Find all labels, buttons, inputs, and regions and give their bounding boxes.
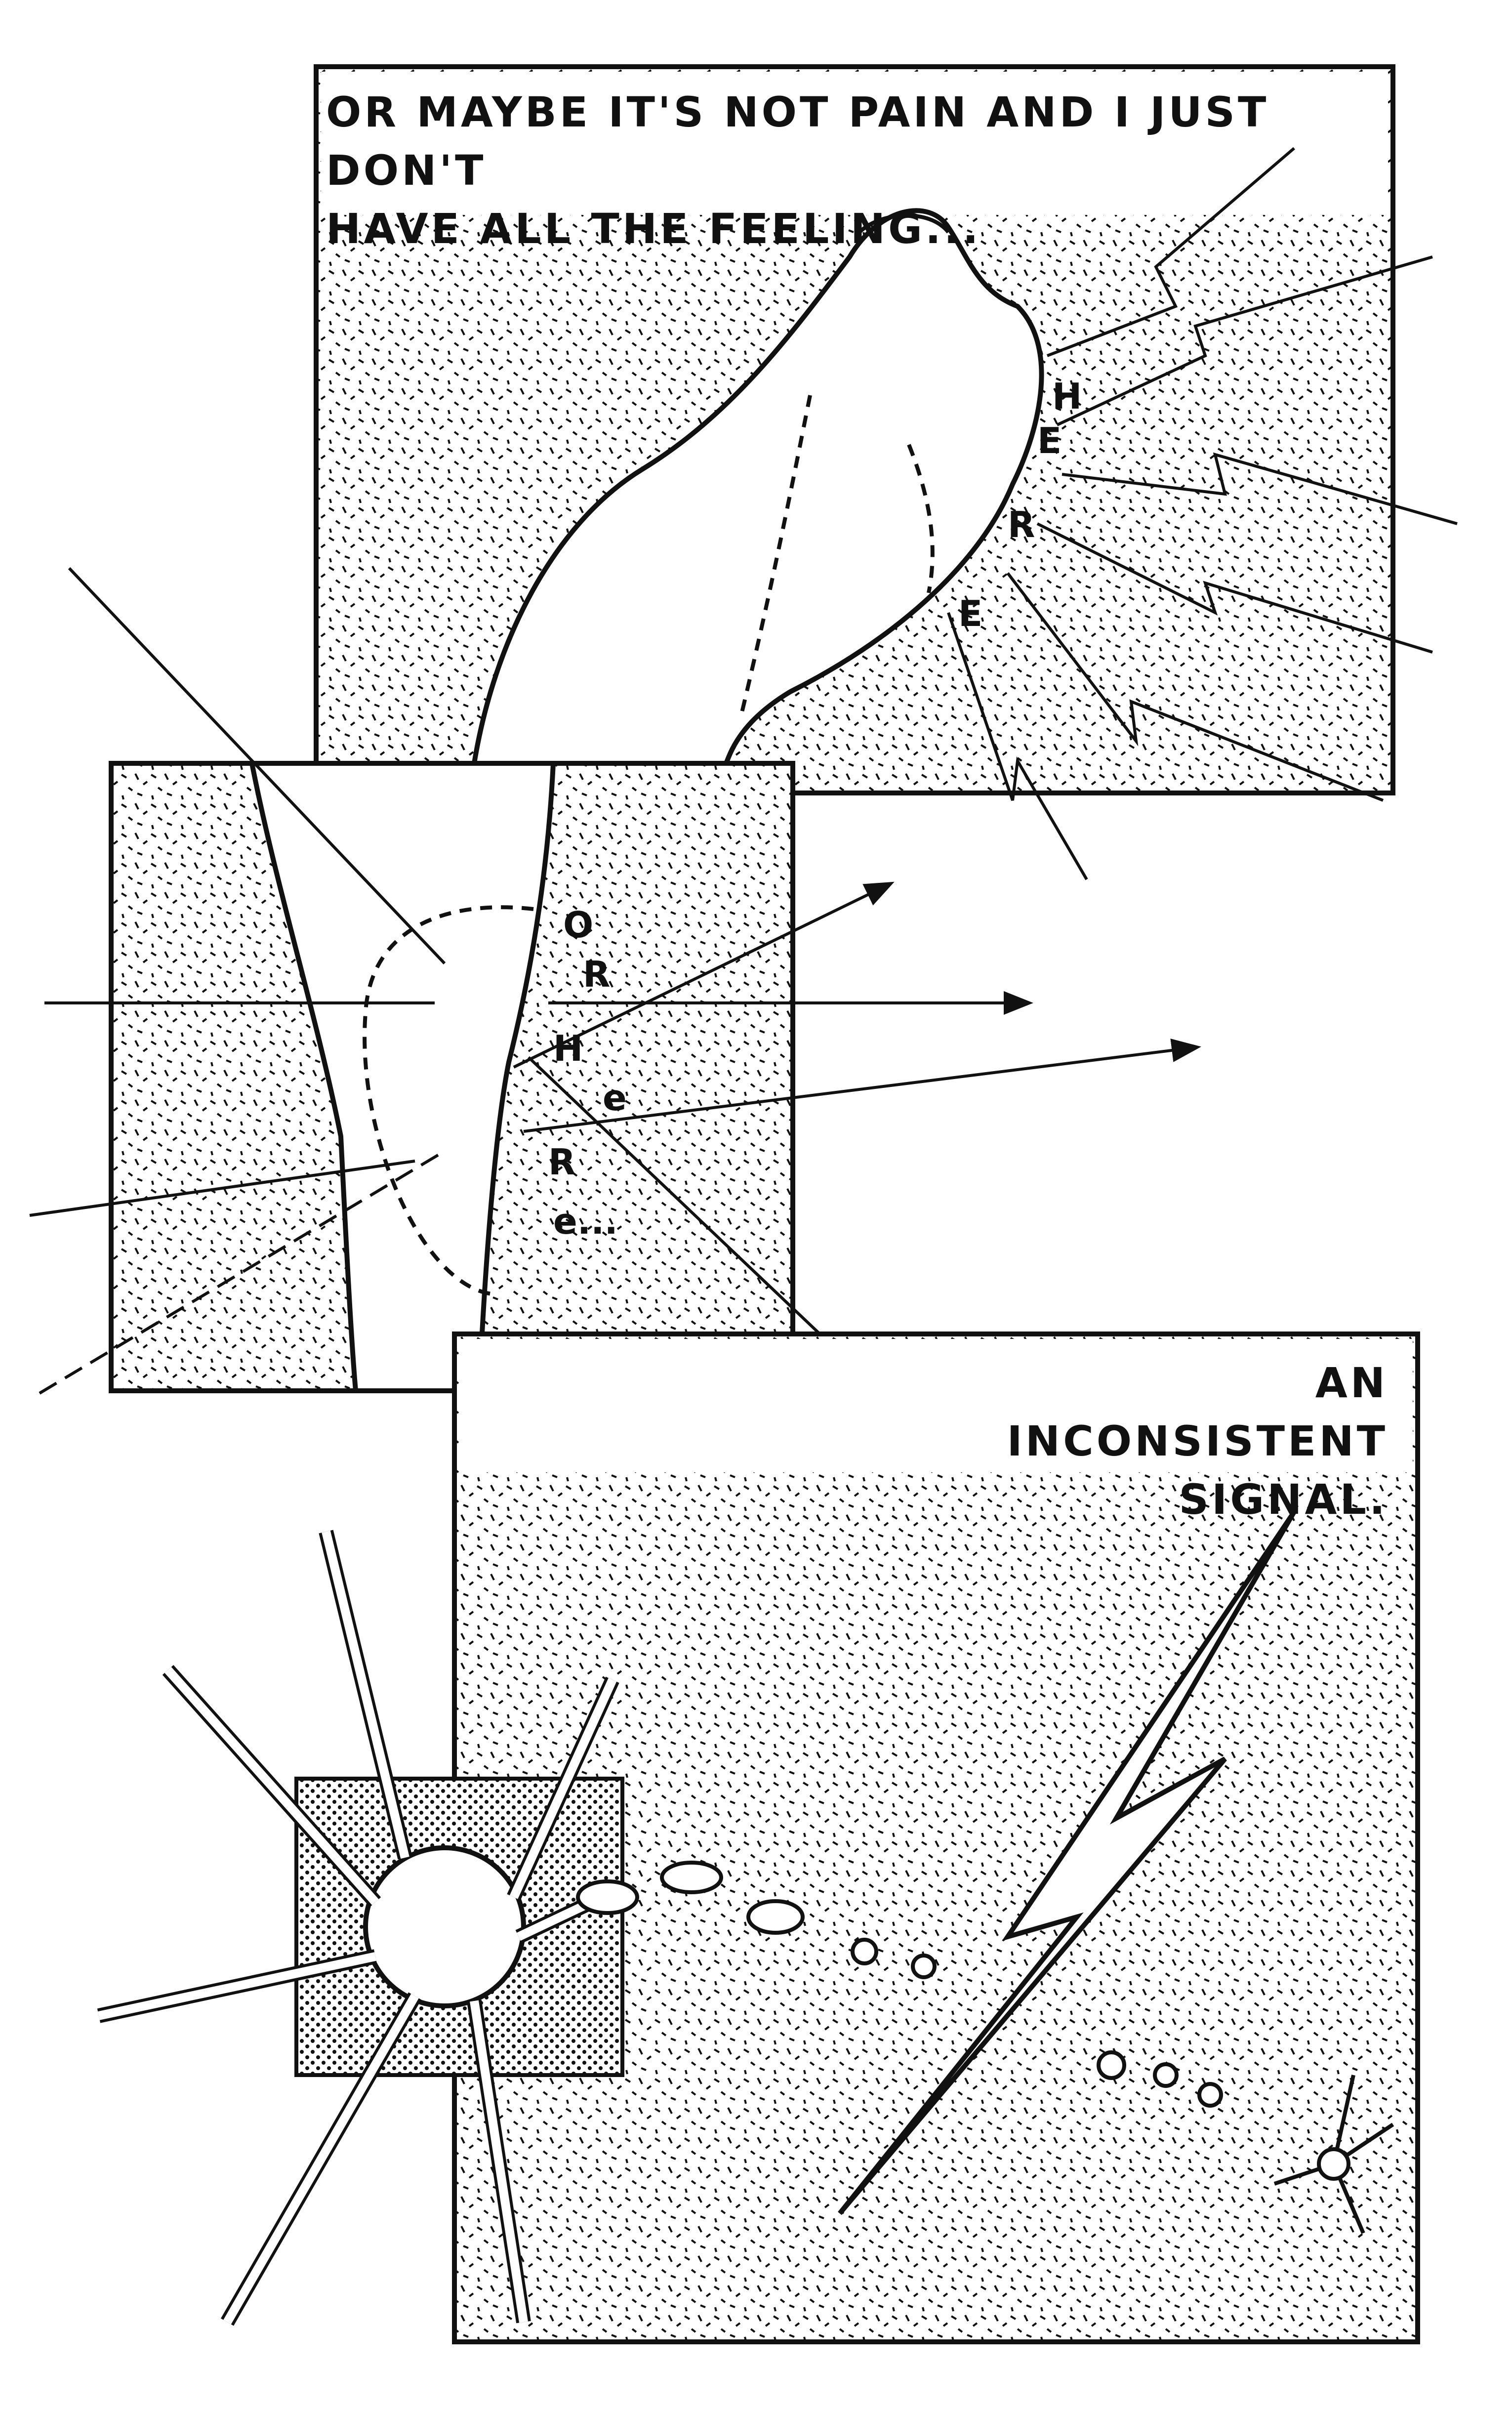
here-letter-h: H <box>1052 375 1082 417</box>
pain-lightning <box>947 147 1458 880</box>
top-caption-line1: OR MAYBE IT'S NOT PAIN AND I JUST DON'T <box>326 88 1269 195</box>
here-letter-r: R <box>1008 504 1035 545</box>
or-here-letter-r: R <box>583 954 611 995</box>
signal-blobs <box>576 1861 1223 2108</box>
bottom-panel <box>97 1331 1420 2344</box>
foot-drawing <box>471 208 1044 766</box>
or-here-letter-e: e <box>603 1077 627 1119</box>
bottom-caption-line1: AN INCONSISTENT <box>1007 1359 1388 1465</box>
small-neuron-drawing <box>1273 2075 1394 2234</box>
or-here-letter-o: O <box>563 904 594 946</box>
top-caption-line2: HAVE ALL THE FEELING... <box>326 205 981 253</box>
neuron-drawing <box>97 1530 619 2326</box>
here-letter-e: E <box>1037 420 1062 461</box>
or-here-letter-r2: R <box>548 1141 576 1183</box>
bottom-caption: AN INCONSISTENT SIGNAL. <box>953 1354 1388 1529</box>
or-here-letter-h: H <box>553 1028 583 1069</box>
or-here-letter-e2: e... <box>553 1201 618 1242</box>
bottom-caption-line2: SIGNAL. <box>1179 1475 1388 1524</box>
middle-panel <box>29 567 1201 1526</box>
here-letter-e2: E <box>958 593 983 634</box>
top-caption: OR MAYBE IT'S NOT PAIN AND I JUST DON'T … <box>326 83 1383 258</box>
